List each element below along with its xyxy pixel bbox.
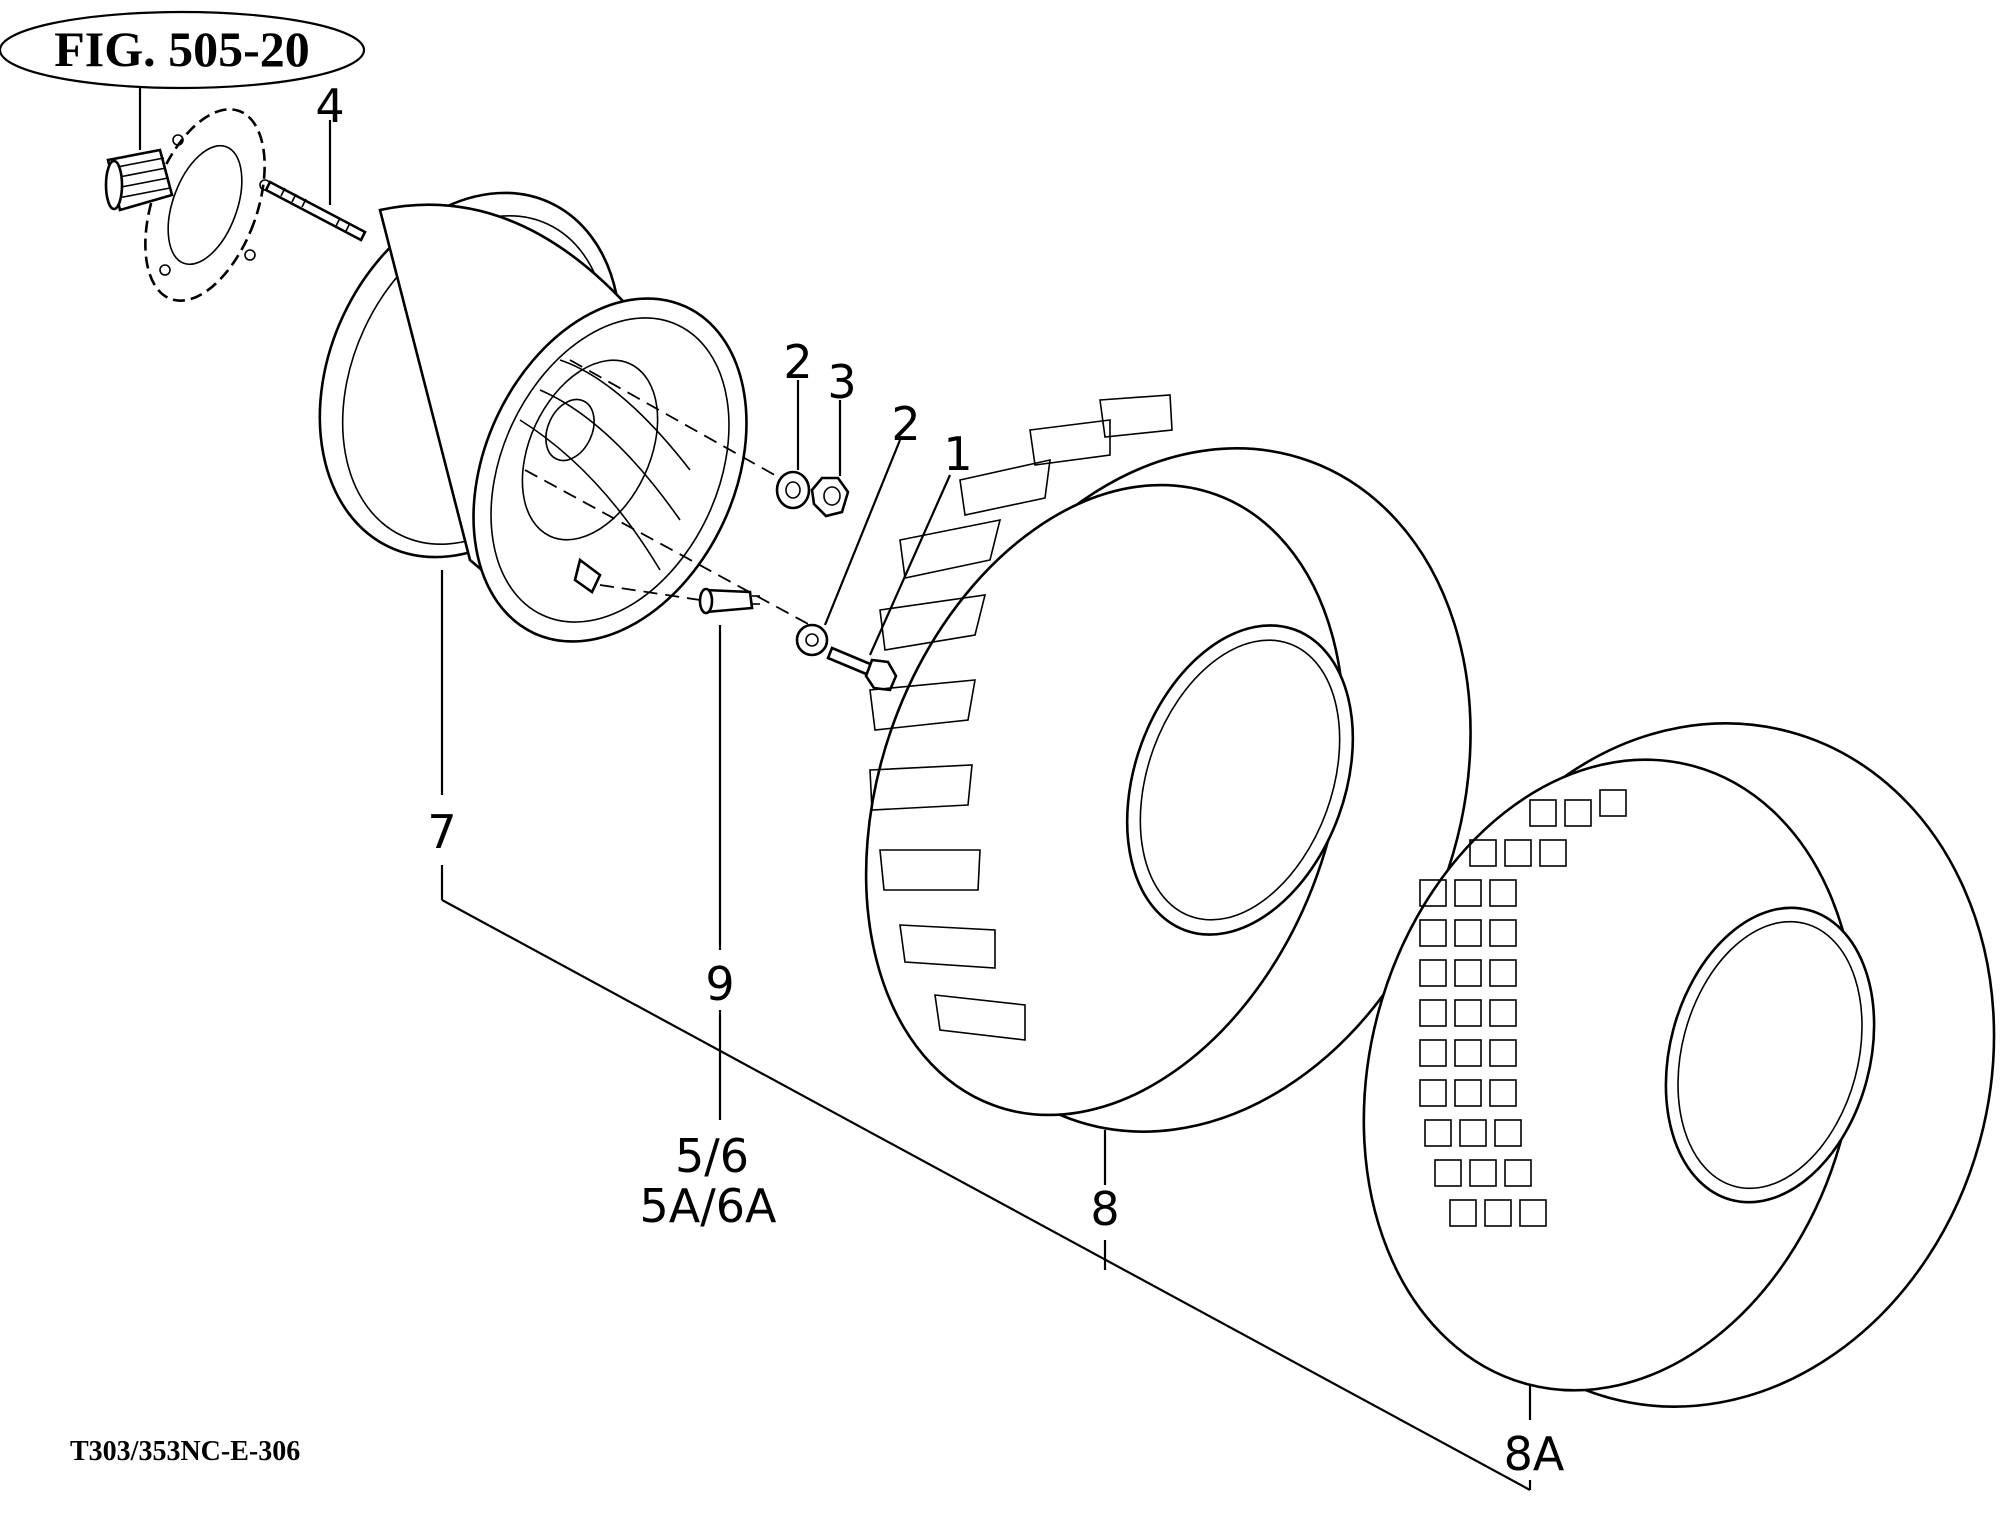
washer-top <box>775 470 811 510</box>
callout-8: 8 <box>1090 1182 1119 1236</box>
washer-bottom <box>795 623 829 657</box>
callout-3: 3 <box>827 355 856 409</box>
figure-title: FIG. 505-20 <box>54 21 310 77</box>
tire-valve <box>698 587 760 615</box>
callout-labels: 4 2 3 2 1 7 9 5/6 5A/6A 8 8A <box>315 79 1565 1481</box>
callout-2-bottom: 2 <box>891 397 920 451</box>
assembly-lines <box>524 359 811 626</box>
tire-industrial <box>864 394 1472 1133</box>
leader-lines <box>328 120 1532 1491</box>
callout-5-6: 5/6 <box>675 1129 749 1183</box>
callout-9: 9 <box>705 957 734 1011</box>
wheel-rim <box>318 191 748 643</box>
hub-flange <box>104 108 271 302</box>
callout-2-top: 2 <box>783 335 812 389</box>
wheel-nut <box>810 476 850 518</box>
callout-7: 7 <box>427 805 456 859</box>
callout-5a-6a: 5A/6A <box>640 1179 777 1233</box>
tire-turf <box>1362 722 1996 1408</box>
callout-8a: 8A <box>1504 1427 1565 1481</box>
callout-4: 4 <box>315 79 344 133</box>
callout-1: 1 <box>943 427 972 481</box>
document-reference: T303/353NC-E-306 <box>70 1436 300 1467</box>
wheel-stud <box>264 180 367 242</box>
wheel-bolt <box>826 646 898 692</box>
figure-title-badge: FIG. 505-20 <box>0 10 366 150</box>
